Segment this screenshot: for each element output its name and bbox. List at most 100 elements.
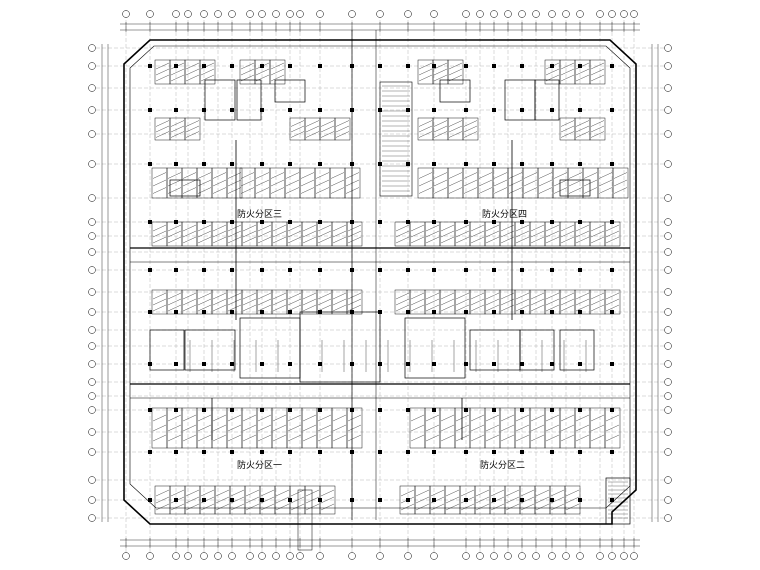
- parking-bay-hatch: [332, 304, 347, 312]
- parking-bay-hatch: [560, 292, 575, 300]
- structural-column: [230, 108, 234, 112]
- parking-bay-hatch: [272, 414, 287, 422]
- structural-column: [550, 362, 554, 366]
- parking-bay-hatch: [255, 68, 270, 76]
- axis-bubble-right: [664, 248, 672, 256]
- axis-bubble-right: [664, 194, 672, 202]
- parking-bay-hatch: [575, 236, 590, 244]
- parking-bay-hatch: [448, 68, 463, 76]
- parking-bay-hatch: [182, 187, 197, 194]
- axis-bubble-left: [88, 496, 96, 504]
- parking-bay-hatch: [575, 230, 590, 238]
- parking-bay-hatch: [605, 298, 620, 306]
- parking-bay-hatch: [433, 187, 448, 194]
- structural-column: [464, 310, 468, 314]
- parking-bay-hatch: [347, 414, 362, 422]
- parking-bay-hatch: [463, 172, 478, 179]
- structural-column: [432, 498, 436, 502]
- parking-bay-hatch: [287, 224, 302, 232]
- parking-bay-hatch: [170, 68, 185, 76]
- parking-bay-hatch: [415, 496, 430, 504]
- entry-strip: [297, 489, 313, 551]
- parking-bay-hatch: [590, 414, 605, 422]
- parking-bay-hatch: [287, 414, 302, 422]
- parking-bay-hatch: [347, 292, 362, 300]
- structural-column: [492, 220, 496, 224]
- structural-column: [406, 220, 410, 224]
- parking-bay-hatch: [448, 179, 463, 187]
- structural-column: [492, 362, 496, 366]
- parking-bay-hatch: [455, 292, 470, 300]
- parking-bay-hatch: [508, 187, 523, 194]
- axis-bubble-bottom: [532, 552, 540, 560]
- parking-bay-hatch: [520, 489, 535, 497]
- axis-bubble-left: [88, 406, 96, 414]
- parking-bay-hatch: [395, 236, 410, 244]
- parking-bay-hatch: [185, 120, 200, 127]
- structural-column: [318, 220, 322, 224]
- parking-bay-hatch: [535, 489, 550, 497]
- parking-bay-hatch: [575, 120, 590, 127]
- parking-bay-hatch: [515, 298, 530, 306]
- parking-bay-hatch: [553, 187, 568, 194]
- structural-column: [432, 220, 436, 224]
- parking-bay-hatch: [613, 179, 628, 187]
- parking-bay-hatch: [613, 187, 628, 194]
- structural-column: [318, 362, 322, 366]
- parking-bay-hatch: [305, 489, 320, 497]
- structural-column: [610, 310, 614, 314]
- axis-bubble-left: [88, 360, 96, 368]
- parking-bay-hatch: [583, 179, 598, 187]
- axis-bubble-bottom: [596, 552, 604, 560]
- parking-bay-hatch: [257, 230, 272, 238]
- parking-bay-hatch: [320, 489, 335, 497]
- parking-bay-hatch: [212, 230, 227, 238]
- axis-bubble-bottom: [258, 552, 266, 560]
- structural-column: [406, 498, 410, 502]
- parking-bay-hatch: [535, 503, 550, 511]
- structural-column: [464, 362, 468, 366]
- axis-bubble-right: [664, 406, 672, 414]
- core-room: [559, 329, 595, 371]
- parking-bay-hatch: [565, 503, 580, 511]
- parking-bay-hatch: [418, 68, 433, 76]
- axis-bubble-top: [272, 10, 280, 18]
- structural-column: [610, 362, 614, 366]
- parking-bay-hatch: [200, 503, 215, 511]
- axis-bubble-left: [88, 62, 96, 70]
- structural-column: [520, 310, 524, 314]
- parking-bay-hatch: [212, 236, 227, 244]
- parking-bay-hatch: [530, 236, 545, 244]
- parking-bay: [334, 117, 351, 141]
- parking-bay-hatch: [305, 503, 320, 511]
- parking-bay-hatch: [433, 125, 448, 133]
- parking-bay-hatch: [330, 179, 345, 187]
- parking-bay-hatch: [305, 131, 320, 138]
- parking-bay-hatch: [560, 68, 575, 76]
- parking-bay-hatch: [317, 236, 332, 244]
- parking-bay-hatch: [433, 68, 448, 76]
- parking-bay-hatch: [152, 292, 167, 300]
- parking-bay-hatch: [272, 424, 287, 432]
- parking-bay-hatch: [470, 424, 485, 432]
- structural-column: [202, 162, 206, 166]
- parking-bay-hatch: [545, 304, 560, 312]
- parking-bay-hatch: [545, 434, 560, 442]
- parking-bay-hatch: [560, 434, 575, 442]
- parking-bay-hatch: [275, 503, 290, 511]
- structural-column: [230, 450, 234, 454]
- parking-bay-hatch: [565, 489, 580, 497]
- structural-column: [378, 450, 382, 454]
- structural-column: [578, 64, 582, 68]
- parking-bay-hatch: [410, 236, 425, 244]
- parking-bay-hatch: [530, 230, 545, 238]
- parking-bay-hatch: [272, 224, 287, 232]
- parking-bay-hatch: [270, 172, 285, 179]
- parking-bay-hatch: [590, 236, 605, 244]
- structural-column: [378, 310, 382, 314]
- parking-bay-hatch: [418, 120, 433, 127]
- parking-bay-hatch: [575, 304, 590, 312]
- parking-bay-hatch: [598, 172, 613, 179]
- structural-column: [610, 498, 614, 502]
- parking-bay-hatch: [185, 503, 200, 511]
